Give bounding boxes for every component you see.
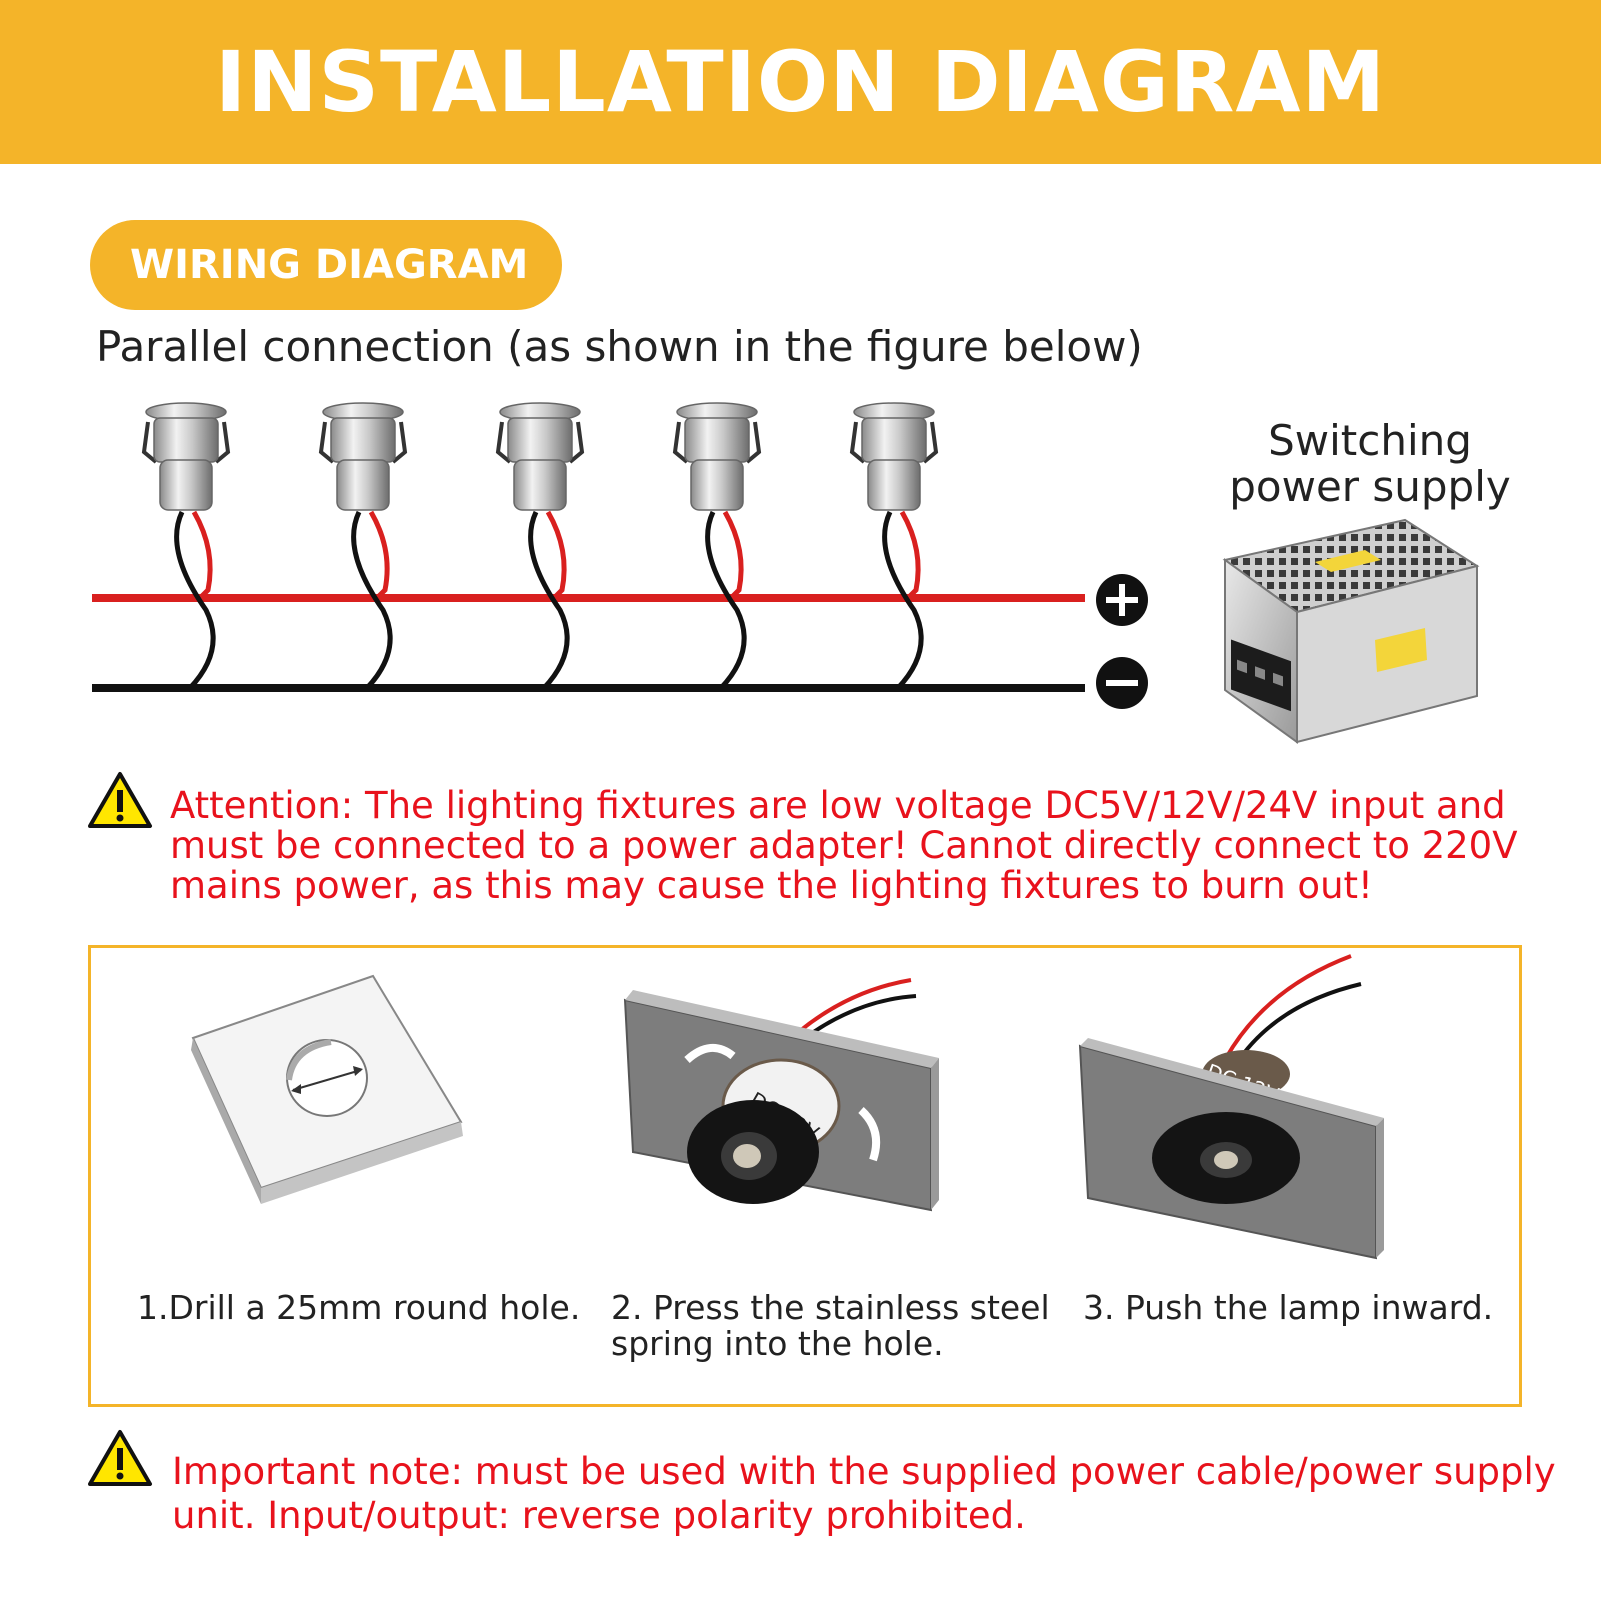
wiring-diagram xyxy=(92,402,1480,744)
step-2-caption: 2. Press the stainless steel spring into… xyxy=(611,1288,1050,1363)
step-3-caption: 3. Push the lamp inward. xyxy=(1083,1288,1494,1327)
attention-text: Attention: The lighting fixtures are low… xyxy=(170,784,1518,907)
warning-icon xyxy=(88,1430,152,1486)
step-1-caption: 1.Drill a 25mm round hole. xyxy=(137,1288,581,1327)
step-3-push-lamp-image: DC 12V xyxy=(1078,954,1384,1260)
led-lamp-5 xyxy=(849,402,939,690)
installation-steps-panel: DC 12V DC 12V 1.Drill a 25mm round hole.… xyxy=(88,945,1522,1407)
power-supply-label: Switching power supply xyxy=(1229,416,1511,511)
step-2-press-spring-image: DC 12V xyxy=(623,978,939,1212)
warning-icon xyxy=(88,772,152,828)
important-note-text: Important note: must be used with the su… xyxy=(172,1450,1556,1537)
wiring-diagram-badge-label: WIRING DIAGRAM xyxy=(130,242,529,288)
step-1-drill-hole-image xyxy=(191,974,463,1204)
led-lamp-2 xyxy=(318,402,408,690)
led-lamp-3 xyxy=(495,402,585,690)
parallel-connection-subtitle: Parallel connection (as shown in the fig… xyxy=(96,322,1143,371)
led-lamp-1 xyxy=(141,402,231,690)
header-banner: INSTALLATION DIAGRAM xyxy=(0,0,1601,164)
positive-terminal-icon xyxy=(1096,574,1148,626)
page-title: INSTALLATION DIAGRAM xyxy=(214,33,1387,131)
led-lamp-4 xyxy=(672,402,762,690)
negative-terminal-icon xyxy=(1096,657,1148,709)
wiring-diagram-badge: WIRING DIAGRAM xyxy=(90,220,562,310)
switching-power-supply-image xyxy=(1222,518,1480,744)
